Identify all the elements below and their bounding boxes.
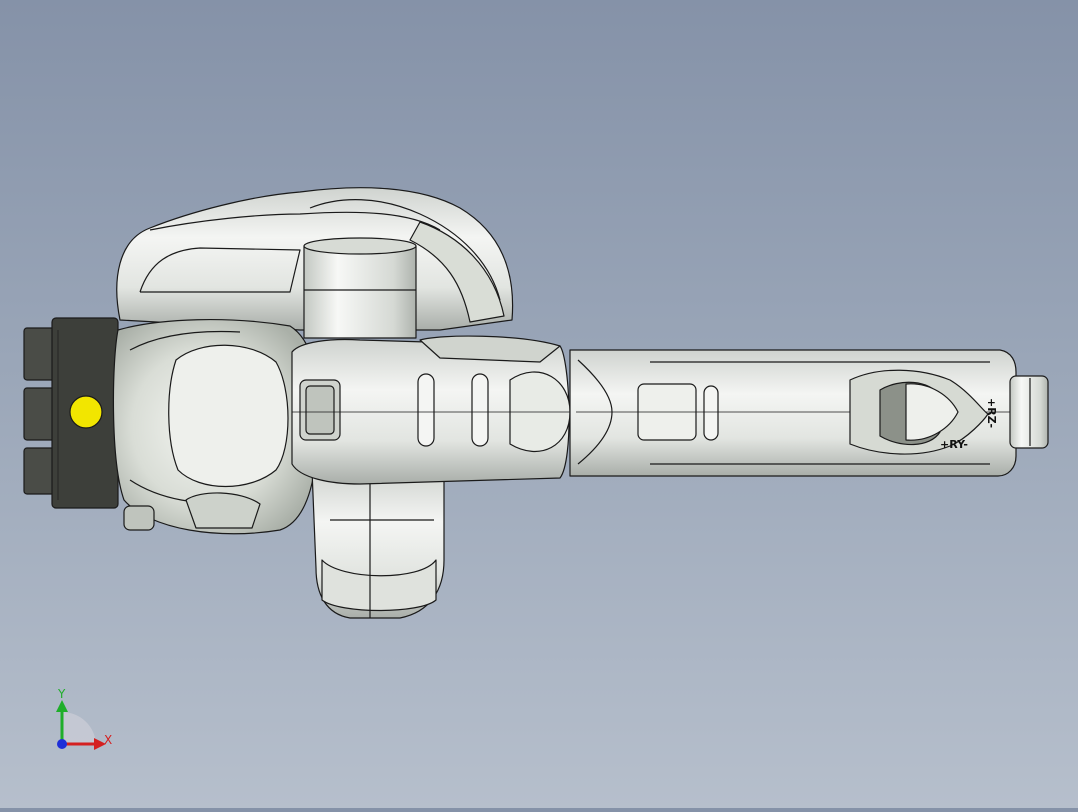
robot-arm-model[interactable]: +RY- +RZ- — [23, 187, 1049, 619]
axis-triad: Y X — [56, 687, 112, 750]
indicator-light — [69, 395, 103, 429]
y-axis-label: Y — [57, 687, 66, 701]
z-axis-dot — [57, 739, 67, 749]
ry-engraving: +RY- — [940, 438, 968, 451]
x-axis-label: X — [104, 733, 112, 747]
rz-engraving: +RZ- — [985, 398, 998, 428]
tool-flange[interactable] — [1009, 375, 1049, 449]
connector-block[interactable] — [23, 317, 119, 509]
joint-cylinder[interactable] — [303, 245, 417, 339]
